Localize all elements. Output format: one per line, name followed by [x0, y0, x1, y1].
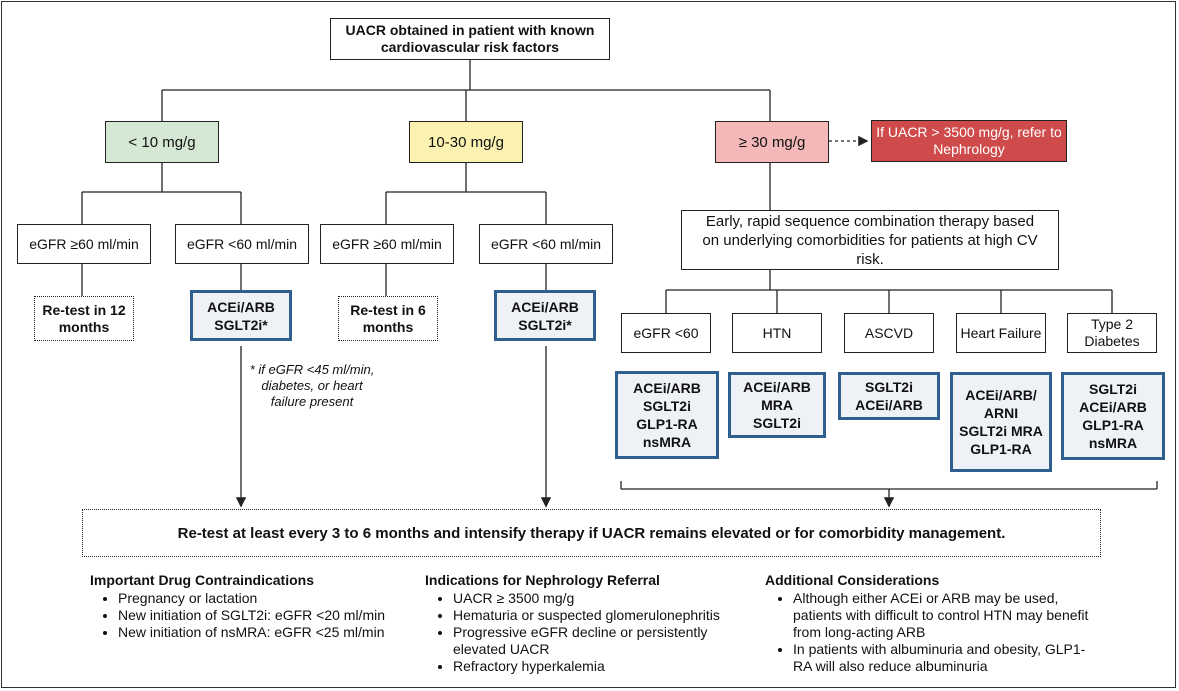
mid-ace-sglt2-box: ACEi/ARB SGLT2i* [494, 290, 596, 341]
retest-6-months-box: Re-test in 6 months [338, 296, 438, 341]
contraindications-title: Important Drug Contraindications [90, 572, 314, 588]
egfr-footnote: * if eGFR <45 ml/min, diabetes, or heart… [249, 362, 375, 409]
list-item: New initiation of nsMRA: eGFR <25 ml/min [118, 624, 410, 641]
contraindications-list: Pregnancy or lactation New initiation of… [90, 590, 410, 641]
mid-egfr-lt60-box: eGFR <60 ml/min [479, 224, 613, 264]
nephrology-referral-box: If UACR > 3500 mg/g, refer to Nephrology [871, 120, 1067, 162]
retest-12-months-box: Re-test in 12 months [34, 296, 134, 341]
comorbidity-htn-box: HTN [732, 313, 822, 353]
list-item: Hematuria or suspected glomerulonephriti… [453, 607, 745, 624]
tier-mid-box: 10-30 mg/g [409, 121, 523, 163]
uacr-start-box: UACR obtained in patient with known card… [330, 18, 610, 60]
list-item: In patients with albuminuria and obesity… [793, 641, 1095, 675]
list-item: Pregnancy or lactation [118, 590, 410, 607]
contraindications-section: Important Drug Contraindications Pregnan… [90, 572, 410, 641]
comorbidity-diabetes-box: Type 2 Diabetes [1067, 313, 1157, 353]
list-item: Progressive eGFR decline or persistently… [453, 624, 745, 658]
drugs-diabetes-box: SGLT2i ACEi/ARB GLP1-RA nsMRA [1061, 372, 1165, 460]
drugs-egfr-box: ACEi/ARB SGLT2i GLP1-RA nsMRA [615, 371, 719, 459]
comorbidity-egfr-box: eGFR <60 [621, 313, 711, 353]
retest-interval-box: Re-test at least every 3 to 6 months and… [82, 509, 1101, 557]
referral-list: UACR ≥ 3500 mg/g Hematuria or suspected … [425, 590, 745, 675]
mid-egfr-ge60-box: eGFR ≥60 ml/min [320, 224, 454, 264]
referral-section: Indications for Nephrology Referral UACR… [425, 572, 745, 675]
list-item: New initiation of SGLT2i: eGFR <20 ml/mi… [118, 607, 410, 624]
considerations-title: Additional Considerations [765, 572, 940, 588]
drugs-htn-box: ACEi/ARB MRA SGLT2i [728, 372, 826, 438]
comorbidity-ascvd-box: ASCVD [844, 313, 934, 353]
tier-high-box: ≥ 30 mg/g [715, 121, 829, 163]
considerations-list: Although either ACEi or ARB may be used,… [765, 590, 1095, 675]
low-egfr-ge60-box: eGFR ≥60 ml/min [17, 224, 151, 264]
list-item: Refractory hyperkalemia [453, 658, 745, 675]
considerations-section: Additional Considerations Although eithe… [765, 572, 1095, 675]
low-ace-sglt2-box: ACEi/ARB SGLT2i* [190, 290, 292, 341]
drugs-heart-failure-box: ACEi/ARB/ ARNI SGLT2i MRA GLP1-RA [950, 372, 1052, 472]
drugs-ascvd-box: SGLT2i ACEi/ARB [838, 372, 940, 420]
low-egfr-lt60-box: eGFR <60 ml/min [175, 224, 309, 264]
tier-low-box: < 10 mg/g [105, 121, 219, 163]
comorbidity-heart-failure-box: Heart Failure [956, 313, 1046, 353]
combination-therapy-box: Early, rapid sequence combination therap… [681, 210, 1059, 270]
list-item: Although either ACEi or ARB may be used,… [793, 590, 1095, 641]
referral-title: Indications for Nephrology Referral [425, 572, 660, 588]
list-item: UACR ≥ 3500 mg/g [453, 590, 745, 607]
